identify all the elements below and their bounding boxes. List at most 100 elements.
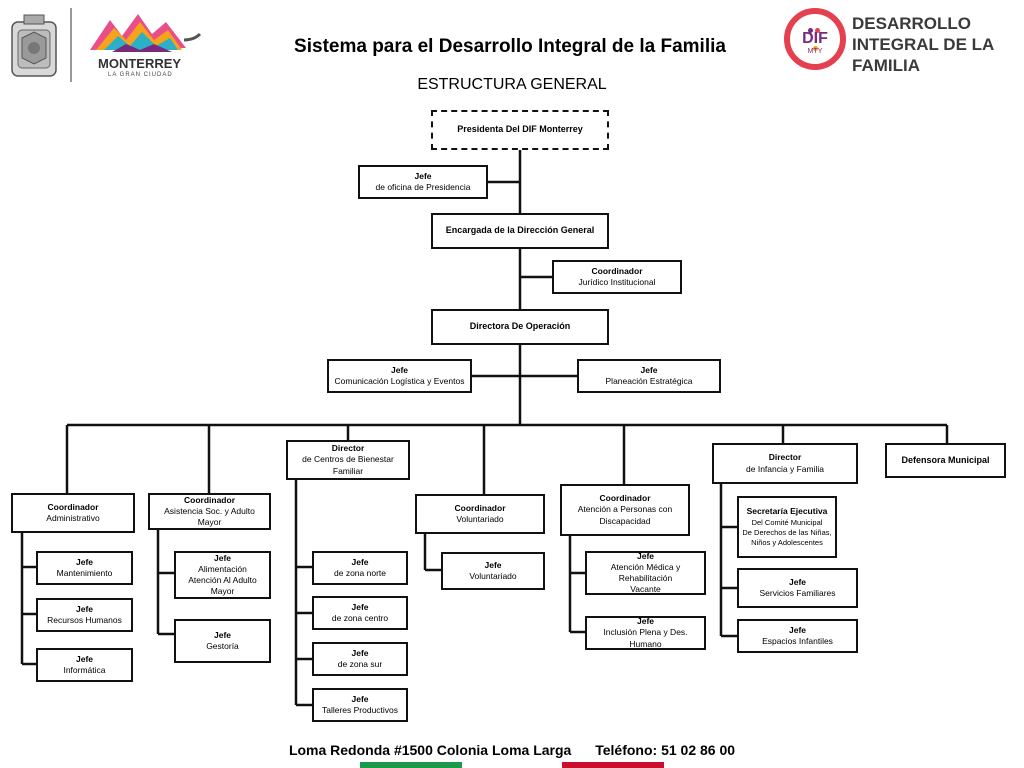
box-jefe-talleres: Jefe Talleres Productivos [312, 688, 408, 722]
box-title: Presidenta Del DIF Monterrey [457, 124, 583, 135]
box-jefe-voluntariado: Jefe Voluntariado [441, 552, 545, 590]
monterrey-logo-tagline: LA GRAN CIUDAD [108, 72, 173, 78]
box-title: Jefe [788, 624, 806, 635]
box-coord-discapacidad: Coordinador Atención a Personas con Disc… [560, 484, 690, 536]
box-title: Coordinador [184, 494, 235, 505]
box-defensora-municipal: Defensora Municipal [885, 443, 1006, 478]
box-desc2: Atención Al Adulto Mayor [188, 575, 257, 597]
header-divider [70, 8, 72, 82]
box-title: Jefe [213, 552, 231, 563]
box-desc: Planeación Estratégica [605, 376, 693, 386]
box-jefe-servicios-familiares: Jefe Servicios Familiares [737, 568, 858, 608]
box-jefe-mantenimiento: Jefe Mantenimiento [36, 551, 133, 585]
box-desc: Comunicación Logística y Eventos [334, 376, 465, 386]
page-title: Sistema para el Desarrollo Integral de l… [294, 36, 726, 57]
box-desc: Mantenimiento [56, 568, 113, 578]
box-title: Jefe [390, 364, 408, 375]
box-desc: de oficina de Presidencia [375, 182, 471, 192]
box-desc: Gestoría [206, 641, 239, 651]
box-directora-operacion: Directora De Operación [431, 309, 609, 345]
box-title: Jefe [636, 550, 654, 561]
box-coord-administrativo: Coordinador Administrativo [11, 493, 135, 533]
box-jefe-planeacion: Jefe Planeación Estratégica [577, 359, 721, 393]
box-title: Directora De Operación [469, 321, 571, 332]
seal-icon [11, 14, 57, 77]
box-title: Secretaría Ejecutiva [746, 506, 828, 517]
box-jefe-gestoria: Jefe Gestoría [174, 619, 271, 663]
monterrey-logo: MONTERREY LA GRAN CIUDAD [86, 10, 206, 82]
box-desc: Administrativo [46, 513, 100, 523]
box-dir-infancia: Director de Infancia y Familia [712, 443, 858, 484]
box-title: Jefe [75, 653, 93, 664]
box-desc: Atención a Personas con [577, 504, 673, 515]
box-desc2: Discapacidad [599, 515, 651, 526]
city-seal-logo [8, 12, 60, 80]
box-title: Jefe [75, 603, 93, 614]
box-desc2: Vacante [630, 584, 661, 595]
box-desc: Jurídico Institucional [578, 277, 656, 287]
box-desc: Voluntariado [456, 514, 504, 524]
monterrey-logo-name: MONTERREY [98, 56, 182, 71]
box-desc: Alimentación [198, 563, 247, 574]
box-desc3: Niños y Adolescentes [751, 537, 823, 547]
box-desc2: De Derechos de las Niñas, [742, 527, 832, 537]
box-jefe-alimentacion: Jefe Alimentación Atención Al Adulto May… [174, 551, 271, 599]
footer-phone: Teléfono: 51 02 86 00 [595, 742, 736, 758]
footer-stripe-green [360, 762, 462, 768]
box-title: Jefe [414, 170, 432, 181]
box-title: Coordinador [591, 265, 643, 276]
box-desc: Inclusión Plena y Des. Humano [603, 627, 688, 649]
box-title: Jefe [484, 559, 502, 570]
box-desc: de Centros de Bienestar Familiar [302, 454, 394, 476]
box-title: Encargada de la Dirección General [445, 225, 595, 236]
box-title: Jefe [636, 616, 654, 627]
box-jefe-presidencia: Jefe de oficina de Presidencia [358, 165, 488, 199]
dif-logo-mark: DIF MTY [784, 8, 846, 70]
box-coord-juridico: Coordinador Jurídico Institucional [552, 260, 682, 294]
box-title: Defensora Municipal [901, 454, 990, 465]
footer-stripe-red [562, 762, 664, 768]
box-title: Coordinador [454, 502, 506, 513]
box-title: Coordinador [599, 493, 651, 504]
box-title: Director [331, 443, 365, 454]
page-subtitle: ESTRUCTURA GENERAL [417, 76, 607, 93]
box-title: Jefe [351, 647, 369, 658]
box-encargada: Encargada de la Dirección General [431, 213, 609, 249]
box-dir-centros: Director de Centros de Bienestar Familia… [286, 440, 410, 480]
box-desc: Recursos Humanos [47, 615, 122, 625]
dif-logo-line1: DESARROLLO [852, 14, 971, 33]
dif-logo-line3: FAMILIA [852, 56, 920, 75]
box-coord-asistencia: Coordinador Asistencia Soc. y Adulto May… [148, 493, 271, 530]
box-title: Jefe [640, 364, 658, 375]
dif-logo: DIF MTY DESARROLLO INTEGRAL DE LA FAMILI… [784, 8, 1020, 82]
box-title: Jefe [75, 556, 93, 567]
box-jefe-informatica: Jefe Informática [36, 648, 133, 682]
monterrey-mountain-icon [90, 14, 202, 52]
footer-address: Loma Redonda #1500 Colonia Loma Larga [288, 742, 572, 758]
box-jefe-atencion-medica: Jefe Atención Médica y Rehabilitación Va… [585, 551, 706, 595]
dif-logo-mark-sub: MTY [807, 48, 823, 55]
box-desc: Servicios Familiares [759, 588, 836, 598]
box-desc: Espacios Infantiles [762, 636, 833, 646]
box-presidenta: Presidenta Del DIF Monterrey [431, 110, 609, 150]
box-jefe-inclusion: Jefe Inclusión Plena y Des. Humano [585, 616, 706, 650]
box-title: Director [768, 452, 802, 463]
box-desc: de zona norte [334, 568, 386, 578]
box-title: Jefe [213, 629, 231, 640]
box-jefe-recursos-humanos: Jefe Recursos Humanos [36, 598, 133, 632]
box-title: Jefe [351, 556, 369, 567]
box-jefe-espacios-infantiles: Jefe Espacios Infantiles [737, 619, 858, 653]
box-desc: Atención Médica y Rehabilitación [610, 561, 681, 583]
box-jefe-zona-norte: Jefe de zona norte [312, 551, 408, 585]
box-desc: de zona centro [331, 613, 389, 623]
box-jefe-zona-centro: Jefe de zona centro [312, 596, 408, 630]
box-jefe-comunicacion: Jefe Comunicación Logística y Eventos [327, 359, 472, 393]
box-desc: Del Comité Municipal [751, 517, 823, 527]
box-desc: de zona sur [337, 659, 383, 669]
box-desc: Asistencia Soc. y Adulto Mayor [164, 505, 255, 528]
box-secretaria-ejecutiva: Secretaría Ejecutiva Del Comité Municipa… [737, 496, 837, 558]
dif-logo-mark-text: DIF [802, 30, 828, 47]
dif-logo-people-icon [806, 20, 824, 51]
box-title: Jefe [351, 601, 369, 612]
